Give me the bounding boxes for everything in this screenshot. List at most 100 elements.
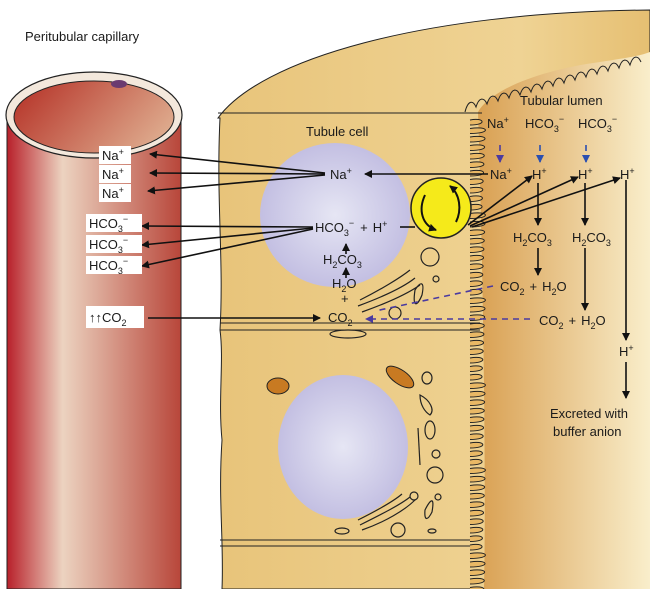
lumen-exchange-ion: H+ bbox=[532, 166, 547, 182]
microvillus bbox=[469, 467, 486, 474]
microvillus bbox=[469, 322, 485, 330]
capillary-ion-label: Na+ bbox=[102, 147, 124, 163]
na-h-exchanger-pump bbox=[410, 177, 472, 239]
microvillus bbox=[469, 135, 486, 143]
cell-co2: CO2 bbox=[328, 310, 353, 328]
microvillus bbox=[469, 552, 486, 559]
microvillus bbox=[469, 339, 484, 347]
lumen-h-final: H+ bbox=[619, 343, 634, 359]
microvillus bbox=[469, 484, 486, 491]
microvillus bbox=[469, 356, 484, 364]
microvillus bbox=[469, 424, 484, 432]
microvillus bbox=[469, 195, 483, 202]
capillary-ion-label: Na+ bbox=[102, 166, 124, 182]
microvillus bbox=[469, 535, 483, 542]
microvillus bbox=[469, 297, 486, 304]
peritubular-capillary bbox=[5, 71, 183, 589]
ion-box-bg bbox=[99, 165, 131, 183]
mitochondria bbox=[266, 365, 415, 395]
microvillus bbox=[469, 178, 484, 185]
lumen-exchange-row: Na+ H+ H+ H+ bbox=[490, 166, 635, 182]
lumen-top-row: Na+ HCO3− HCO3− bbox=[487, 114, 617, 134]
ion-box-bg bbox=[99, 184, 131, 202]
cell-hco3: HCO3−+H+ bbox=[315, 218, 387, 238]
microvilli-top-edge bbox=[464, 56, 642, 113]
svg-text:↑↑CO2: ↑↑CO2 bbox=[89, 310, 127, 328]
microvillus bbox=[469, 492, 485, 500]
lumen-h2co3-2: H2CO3 bbox=[572, 230, 611, 248]
microvillus bbox=[469, 246, 485, 253]
lumen-ion-label: HCO3− bbox=[525, 114, 564, 134]
co2-box: ↑↑CO2 bbox=[86, 306, 144, 328]
microvillus bbox=[469, 152, 485, 160]
excreted-line2: buffer anion bbox=[553, 424, 621, 439]
microvillus bbox=[469, 254, 484, 262]
microvillus bbox=[469, 390, 486, 398]
microvillus bbox=[469, 416, 485, 423]
excreted-line1: Excreted with bbox=[550, 406, 628, 421]
capillary-ion-label: Na+ bbox=[102, 185, 124, 201]
endothelial-nucleus bbox=[111, 80, 127, 88]
lumen-exchange-ion: H+ bbox=[578, 166, 593, 182]
microvillus bbox=[469, 203, 483, 211]
microvillus bbox=[469, 399, 486, 406]
microvillus bbox=[469, 373, 483, 381]
microvillus bbox=[469, 433, 484, 440]
brush-border-microvilli bbox=[464, 56, 642, 589]
microvillus bbox=[469, 229, 486, 236]
ion-box-bg bbox=[86, 256, 142, 274]
capillary-ion-label: HCO3− bbox=[89, 214, 128, 234]
microvillus bbox=[469, 186, 484, 194]
microvillus bbox=[469, 509, 484, 517]
cell-h2o: H2O bbox=[332, 276, 357, 294]
nucleus-lower bbox=[278, 375, 408, 519]
capillary-ion-boxes: Na+Na+Na+HCO3−HCO3−HCO3− bbox=[86, 146, 142, 276]
cell-h2co3: H2CO3 bbox=[323, 252, 362, 270]
microvillus bbox=[469, 458, 483, 466]
microvillus bbox=[469, 501, 485, 508]
capillary-ion-label: HCO3− bbox=[89, 256, 128, 276]
microvillus bbox=[469, 526, 484, 534]
microvillus bbox=[469, 331, 485, 338]
microvillus bbox=[469, 118, 483, 126]
microvillus bbox=[469, 577, 485, 585]
microvillus bbox=[469, 560, 486, 568]
ion-box-bg bbox=[86, 235, 142, 253]
microvillus bbox=[469, 237, 485, 245]
microvillus bbox=[469, 543, 483, 551]
tubular-lumen-title: Tubular lumen bbox=[520, 93, 603, 108]
cell-plus: + bbox=[341, 291, 349, 306]
lumen-ion-label: Na+ bbox=[487, 115, 509, 131]
capillary-title: Peritubular capillary bbox=[25, 29, 140, 44]
microvillus bbox=[469, 475, 486, 483]
organelles bbox=[329, 247, 444, 538]
microvillus bbox=[469, 365, 483, 372]
dashed-arrows bbox=[365, 145, 590, 323]
microvillus bbox=[469, 518, 484, 525]
microvillus bbox=[469, 280, 483, 287]
lumen-co2-h2o-1: CO2+H2O bbox=[500, 279, 567, 297]
microvillus bbox=[469, 127, 486, 134]
ion-box-bg bbox=[99, 146, 131, 164]
microvillus bbox=[469, 305, 486, 313]
lumen-co2-h2o-2: CO2+H2O bbox=[539, 313, 606, 331]
microvillus bbox=[469, 569, 486, 576]
tubule-cell-title: Tubule cell bbox=[306, 124, 368, 139]
nucleus-upper bbox=[260, 143, 410, 287]
microvillus bbox=[469, 144, 486, 151]
microvillus bbox=[469, 348, 484, 355]
lumen-exchange-ion: Na+ bbox=[490, 166, 512, 182]
capillary-ion-label: HCO3− bbox=[89, 235, 128, 255]
lumen-ion-label: HCO3− bbox=[578, 114, 617, 134]
microvillus bbox=[469, 450, 483, 457]
transport-arrows bbox=[141, 150, 630, 399]
microvillus bbox=[469, 288, 483, 296]
microvillus bbox=[469, 407, 485, 415]
microvillus bbox=[469, 263, 484, 270]
microvillus bbox=[469, 271, 484, 279]
lumen-h2co3-1: H2CO3 bbox=[513, 230, 552, 248]
lumen-exchange-ion: H+ bbox=[620, 166, 635, 182]
microvillus bbox=[469, 161, 485, 168]
ion-box-bg bbox=[86, 214, 142, 232]
